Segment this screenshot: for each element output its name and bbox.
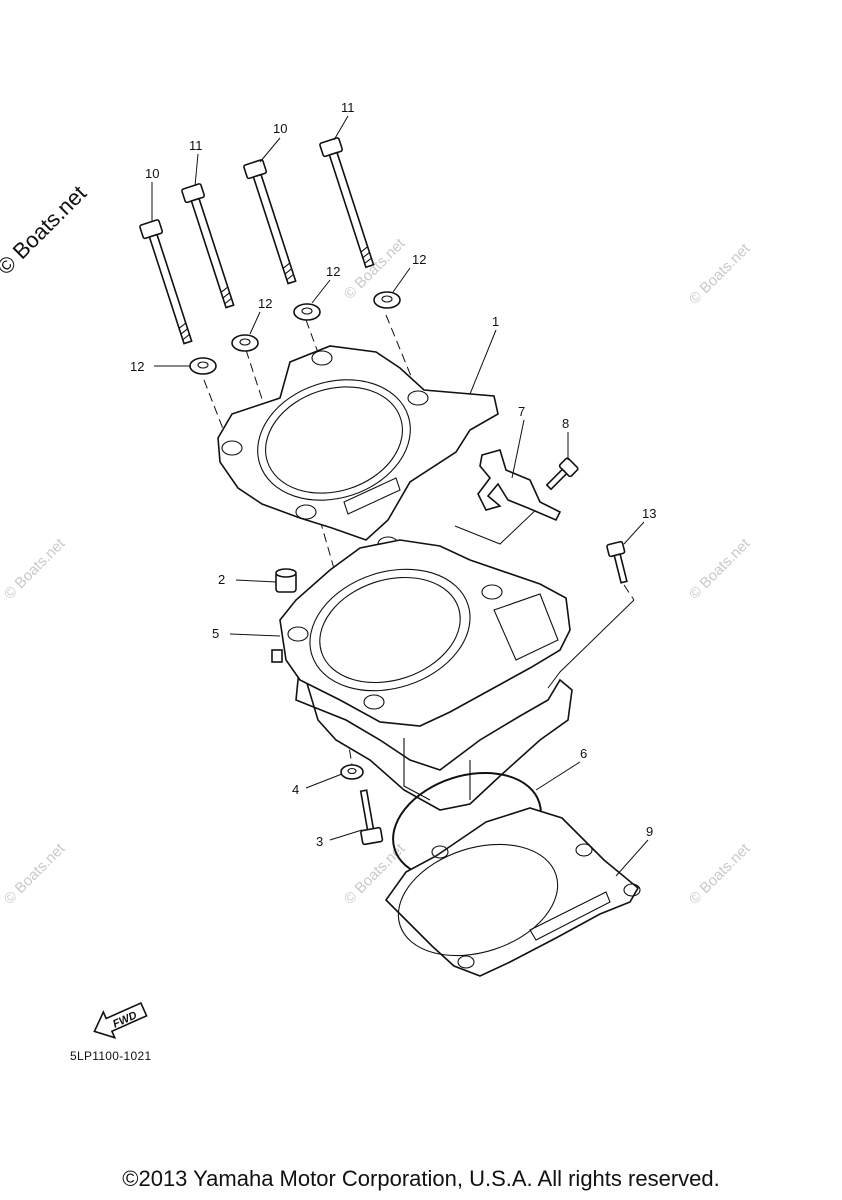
bolt-8: [545, 457, 579, 491]
diagram-reference-code: 5LP1100-1021: [70, 1049, 152, 1063]
cylinder: [271, 539, 573, 811]
bolt-11-left: [181, 183, 235, 309]
callout-12: 12: [130, 359, 144, 374]
callout-2: 2: [218, 572, 225, 587]
copyright-notice: ©2013 Yamaha Motor Corporation, U.S.A. A…: [122, 1166, 720, 1191]
callout-3: 3: [316, 834, 323, 849]
callout-10: 10: [145, 166, 159, 181]
watermark-tile: © Boats.net: [1, 535, 69, 603]
bolt-10-left: [139, 219, 193, 345]
leader-lines: [151, 115, 649, 877]
bolt-3: [359, 789, 384, 846]
fwd-arrow-icon: FWD: [93, 1001, 148, 1039]
callout-12: 12: [326, 264, 340, 279]
head-bolts: [139, 137, 375, 345]
callout-9: 9: [646, 824, 653, 839]
cylinder-base-gasket: [384, 807, 641, 977]
callout-7: 7: [518, 404, 525, 419]
washers: [189, 291, 401, 375]
washer-12: [231, 334, 259, 352]
callout-12: 12: [258, 296, 272, 311]
washer-12: [293, 303, 321, 321]
callout-11: 11: [341, 100, 355, 115]
bolt-13: [606, 540, 628, 584]
callout-1: 1: [492, 314, 499, 329]
cylinder-head-gasket: [217, 345, 499, 552]
callout-labels: 10 11 10 11 12 12 12 12 1 7 8 13 2 5 4 3…: [130, 100, 656, 849]
callout-8: 8: [562, 416, 569, 431]
watermark-tile: © Boats.net: [1, 840, 69, 908]
watermark-tile: © Boats.net: [686, 535, 754, 603]
fwd-label: FWD: [111, 1009, 139, 1030]
callout-6: 6: [580, 746, 587, 761]
watermark-tile: © Boats.net: [686, 840, 754, 908]
bolt-10-right: [243, 159, 297, 285]
callout-11: 11: [189, 138, 203, 153]
washer-12: [373, 291, 401, 309]
watermark-tile: © Boats.net: [341, 235, 409, 303]
callout-4: 4: [292, 782, 299, 797]
bracket: [477, 449, 562, 522]
callout-10: 10: [273, 121, 287, 136]
washer-4: [340, 764, 364, 780]
callout-12: 12: [412, 252, 426, 267]
bolt-11-right: [319, 137, 375, 269]
washer-12: [189, 357, 217, 375]
callout-13: 13: [642, 506, 656, 521]
dowel-pin: [275, 568, 297, 593]
watermark-tile: © Boats.net: [686, 240, 754, 308]
callout-5: 5: [212, 626, 219, 641]
